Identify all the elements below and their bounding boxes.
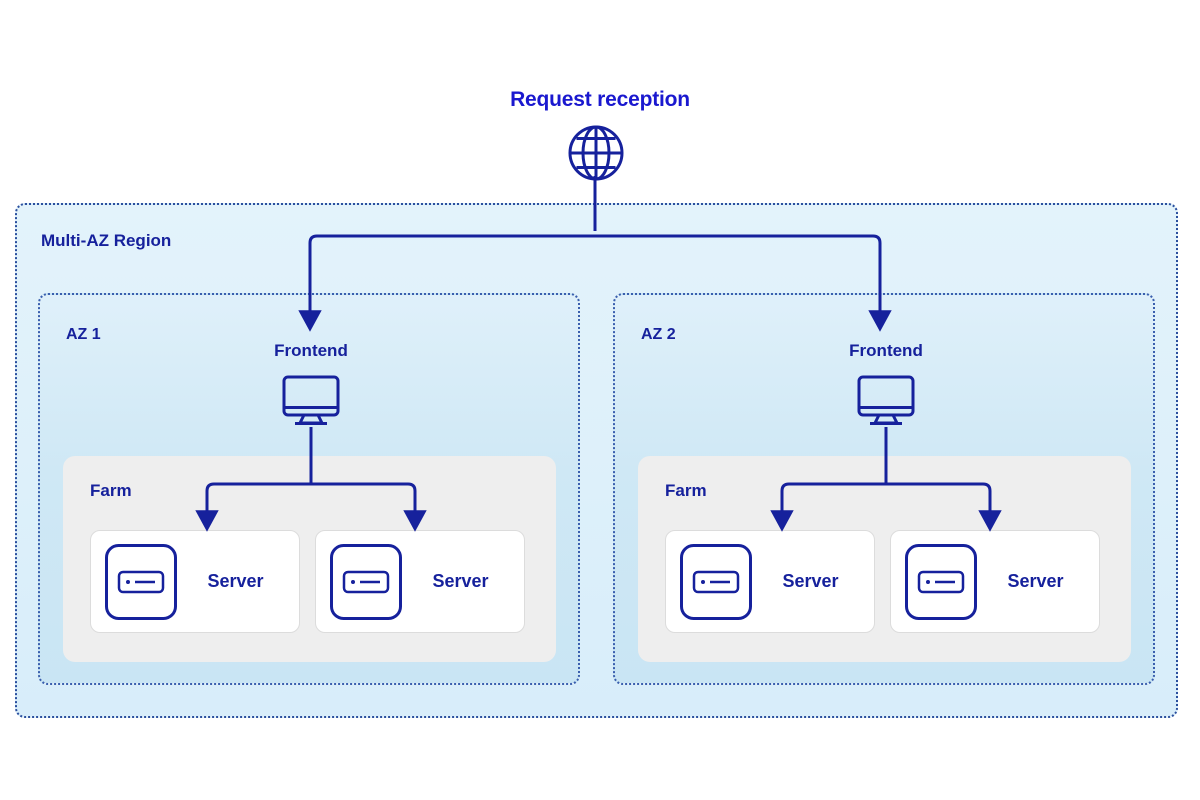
az-2-server-1-label: Server <box>782 571 839 591</box>
server-icon <box>904 543 978 621</box>
az-1-label: AZ 1 <box>66 326 101 343</box>
server-icon <box>329 543 403 621</box>
az-1-frontend-label: Frontend <box>274 341 348 360</box>
server-icon <box>679 543 753 621</box>
az-2-frontend-label: Frontend <box>849 341 923 360</box>
az-2-label: AZ 2 <box>641 326 676 343</box>
monitor-icon <box>857 375 915 427</box>
az-2-server-2-card[interactable]: Server <box>890 530 1100 633</box>
az-1-farm-label: Farm <box>90 481 132 500</box>
request-reception-label: Request reception <box>510 88 690 111</box>
monitor-icon <box>282 375 340 427</box>
az-2-server-2-label: Server <box>1007 571 1064 591</box>
az-1-server-1-card[interactable]: Server <box>90 530 300 633</box>
az-2-farm-label: Farm <box>665 481 707 500</box>
globe-icon <box>566 123 626 183</box>
server-icon <box>104 543 178 621</box>
az-1-server-2-label: Server <box>432 571 489 591</box>
az-1-server-2-card[interactable]: Server <box>315 530 525 633</box>
region-label: Multi-AZ Region <box>41 231 172 250</box>
az-1-server-1-label: Server <box>207 571 264 591</box>
az-2-server-1-card[interactable]: Server <box>665 530 875 633</box>
